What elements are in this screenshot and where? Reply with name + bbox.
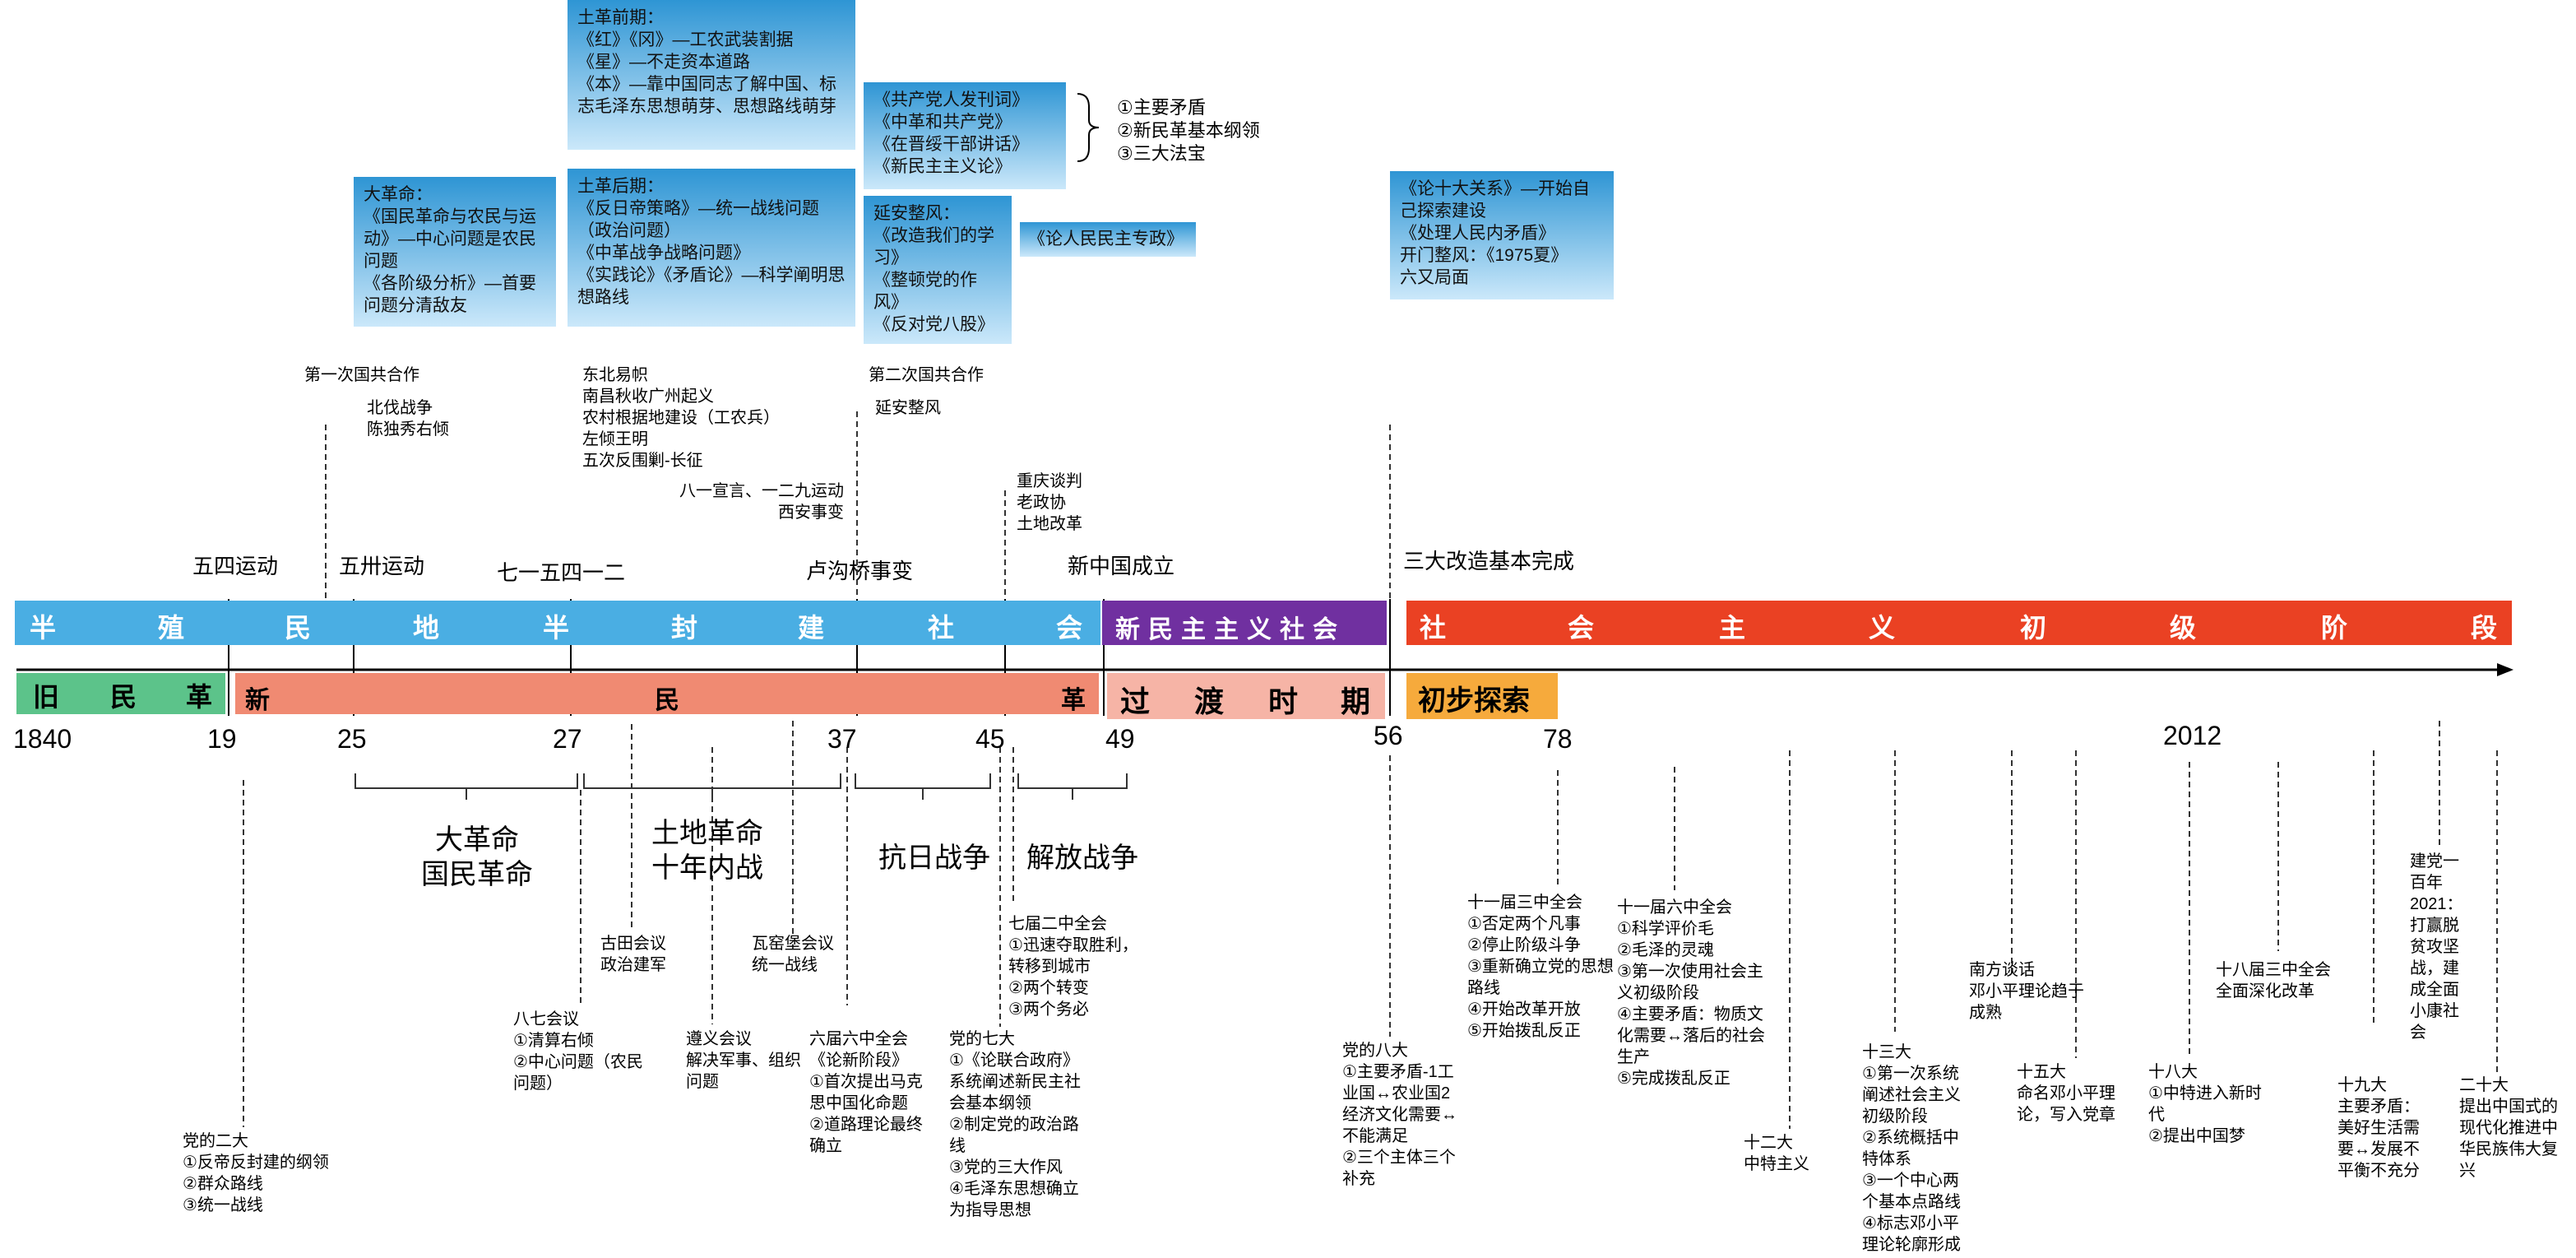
new-rev-char-1: 新 (245, 687, 270, 714)
band-initial-exploration (1406, 673, 1558, 719)
band-socialism-char-7: 阶 (2321, 613, 2348, 643)
event-chongqing: 重庆谈判 老政协 土地改革 (1017, 472, 1082, 533)
event-northeast: 东北易帜 南昌秋收广州起义 农村根据地建设（工农兵） 左倾王明 五次反围剿-长征 (582, 366, 780, 470)
band-socialism-char-4: 义 (1869, 613, 1896, 643)
band-old-democratic-revolution (16, 673, 225, 714)
event-sixth-plenum: 六届六中全会 《论新阶段》 ①首次提出马克思中国化命题 ②道路理论最终确立 (809, 1030, 923, 1155)
old-rev-char-2: 民 (110, 682, 137, 712)
year-1956: 56 (1374, 721, 1403, 750)
year-1949: 49 (1105, 724, 1135, 754)
band-socialism-char-6: 级 (2170, 613, 2197, 643)
year-1840: 1840 (13, 724, 72, 754)
event-yanan-zhengfeng: 延安整风 (875, 399, 941, 417)
marker-may30: 五卅运动 (339, 554, 425, 578)
event-twentieth-congress: 二十大 提出中国式的现代化推进中华民族伟大复兴 (2459, 1076, 2558, 1180)
band-new-democratic-society (1102, 601, 1387, 645)
marker-prc: 新中国成立 (1068, 554, 1175, 578)
marker-july15: 七一五四一二 (497, 560, 626, 585)
transition-char-3: 时 (1268, 685, 1299, 718)
event-thirteenth-congress: 十三大 ①第一次系统阐述社会主义初级阶段 ②系统概括中特体系 ③一个中心两个基本… (1862, 1043, 1961, 1254)
box-yanan-rectification: 延安整风： 《改造我们的学习》 《整顿党的作风》 《反对党八股》 (864, 196, 1012, 344)
initial-exploration-label: 初步探索 (1418, 685, 1530, 717)
period-great-revolution: 大革命 国民革命 (421, 824, 533, 890)
box-land-revolution-early: 土革前期： 《红》《冈》—工农武装割据 《星》—不走资本道路 《本》—靠中国同志… (568, 0, 855, 150)
box-communist-works: 《共产党人发刊词》 《中革和共产党》 《在晋绥干部讲话》 《新民主主义论》 (864, 82, 1066, 189)
new-rev-char-2: 民 (655, 687, 679, 714)
event-southern-tour: 南方谈话 邓小平理论趋于成熟 (1969, 961, 2084, 1022)
year-1919: 19 (207, 724, 237, 754)
band-socialism-char-8: 段 (2471, 613, 2498, 643)
band-socialism-char-1: 社 (1420, 613, 1447, 643)
band-semi-colonial-char-6: 封 (671, 613, 698, 643)
event-second-coop: 第二次国共合作 (869, 366, 984, 384)
band-semi-colonial-char-8: 社 (928, 613, 955, 643)
event-seventh-second-plenum: 七届二中全会 ①迅速夺取胜利，转移到城市 ②两个转变 ③两个务必 (1008, 915, 1138, 1019)
event-eighth-congress: 党的八大 ①主要矛盾-1工业国↔农业国2经济文化需要↔不能满足 ②三个主体三个补… (1342, 1042, 1457, 1188)
band-new-democratic-society-label: 新民主主义社会 (1115, 616, 1346, 643)
marker-lugou: 卢沟桥事变 (806, 559, 914, 583)
curly-brace-icon (1077, 93, 1100, 162)
three-points-text: ①主要矛盾 ②新民革基本纲领 ③三大法宝 (1117, 97, 1260, 164)
band-transition (1107, 673, 1385, 719)
event-eleventh-sixth-plenum: 十一届六中全会 ①科学评价毛 ②毛泽的灵魂 ③第一次使用社会主义初级阶段 ④主要… (1617, 898, 1765, 1088)
event-eight-one: 八一宣言、一二九运动 西安事变 (679, 482, 844, 522)
transition-char-4: 期 (1341, 685, 1371, 718)
marker-three-transform: 三大改造基本完成 (1403, 549, 1575, 573)
period-land-revolution: 土地革命 十年内战 (651, 818, 763, 884)
band-semi-colonial-char-7: 建 (798, 613, 825, 643)
event-northern-expedition: 北伐战争 陈独秀右倾 (367, 399, 449, 439)
event-seventh-congress: 党的七大 ①《论联合政府》系统阐述新民主社会基本纲领 ②制定党的政治路线 ③党的… (949, 1030, 1081, 1219)
event-eighteenth-third-plenum: 十八届三中全会 全面深化改革 (2216, 961, 2331, 1000)
year-2012: 2012 (2163, 721, 2222, 750)
band-semi-colonial-char-1: 半 (30, 613, 57, 643)
event-fifteenth-congress: 十五大 命名邓小平理论，写入党章 (2017, 1063, 2115, 1124)
event-eighteenth-congress: 十八大 ①中特进入新时代 ②提出中国梦 (2148, 1063, 2262, 1145)
band-semi-colonial-char-5: 半 (543, 613, 570, 643)
box-great-revolution: 大革命： 《国民革命与农民与运动》—中心问题是农民问题 《各阶级分析》—首要问题… (354, 177, 556, 327)
year-1937: 37 (827, 724, 857, 754)
event-gutian: 古田会议 政治建军 (600, 935, 666, 974)
event-centenary: 建党一百年 2021：打赢脱贫攻坚战，建成全面小康社会 (2410, 852, 2463, 1042)
year-1945: 45 (975, 724, 1005, 754)
event-second-congress: 党的二大 ①反帝反封建的纲领 ②群众路线 ③统一战线 (183, 1132, 329, 1214)
band-socialism-char-5: 初 (2020, 613, 2047, 643)
old-rev-char-3: 革 (186, 682, 213, 712)
band-semi-colonial-char-2: 殖 (158, 613, 185, 643)
band-semi-colonial-char-4: 地 (413, 613, 440, 643)
box-land-revolution-late: 土革后期： 《反日帝策略》—统一战线问题（政治问题） 《中革战争战略问题》 《实… (568, 169, 855, 327)
band-semi-colonial-char-9: 会 (1056, 613, 1083, 643)
transition-char-1: 过 (1120, 685, 1151, 718)
band-semi-colonial-char-3: 民 (285, 613, 312, 643)
new-rev-char-3: 革 (1061, 687, 1086, 714)
transition-char-2: 渡 (1194, 685, 1225, 718)
event-august-seventh: 八七会议 ①清算右倾 ②中心问题（农民问题） (513, 1010, 643, 1093)
old-rev-char-1: 旧 (33, 682, 60, 712)
band-semi-colonial (15, 601, 1100, 645)
box-ten-relations: 《论十大关系》—开始自己探索建设 《处理人民内矛盾》 开门整风：《1975夏》 … (1390, 171, 1614, 299)
band-socialism (1406, 601, 2512, 645)
period-anti-japan: 抗日战争 (878, 843, 990, 874)
box-peoples-dictatorship: 《论人民民主专政》 (1020, 222, 1196, 257)
year-1925: 25 (337, 724, 367, 754)
period-liberation: 解放战争 (1026, 843, 1138, 874)
event-eleventh-third-plenum: 十一届三中全会 ①否定两个凡事 ②停止阶级斗争 ③重新确立党的思想路线 ④开始改… (1467, 894, 1614, 1040)
event-zunyi: 遵义会议 解决军事、组织问题 (686, 1030, 801, 1091)
event-first-coop: 第一次国共合作 (304, 366, 419, 384)
band-new-democratic-revolution (235, 673, 1099, 714)
band-socialism-char-2: 会 (1568, 613, 1595, 643)
marker-may4: 五四运动 (192, 554, 279, 578)
event-wayaobao: 瓦窑堡会议 统一战线 (752, 935, 834, 974)
year-1978: 78 (1543, 724, 1573, 754)
event-twelfth-congress: 十二大 中特主义 (1744, 1134, 1809, 1173)
event-nineteenth-congress: 十九大 主要矛盾：美好生活需要↔发展不平衡不充分 (2337, 1076, 2420, 1180)
year-1927: 27 (553, 724, 582, 754)
band-socialism-char-3: 主 (1719, 613, 1746, 643)
